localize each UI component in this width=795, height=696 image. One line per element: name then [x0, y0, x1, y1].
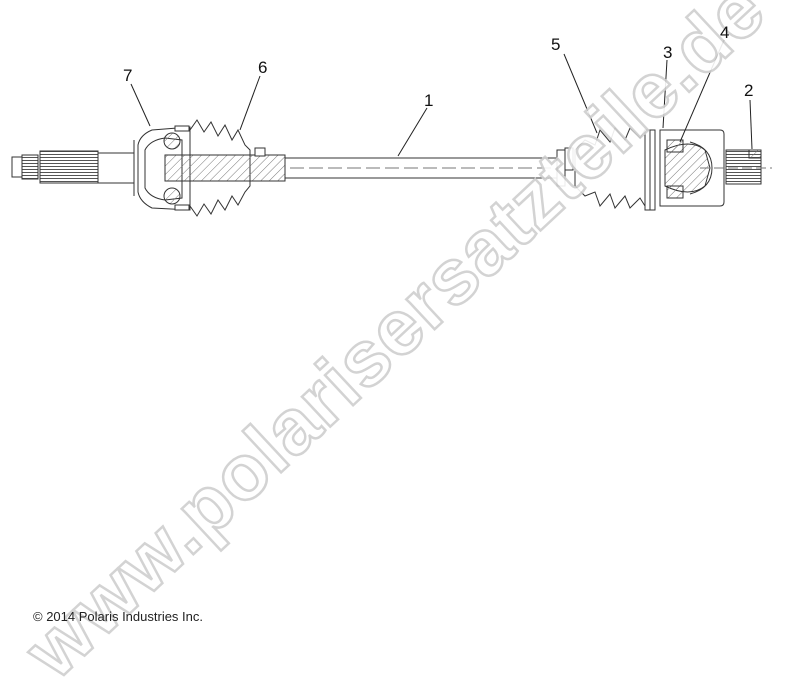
callout-4: 4: [720, 23, 730, 42]
callout-5: 5: [551, 35, 561, 54]
callout-2: 2: [744, 81, 754, 100]
right-stub-shaft: [700, 149, 772, 185]
leader-line-5: [563, 53, 598, 134]
main-shaft: [284, 157, 558, 179]
copyright-notice: © 2014 Polaris Industries Inc.: [33, 609, 203, 624]
outer-cv-joint-right: [659, 129, 725, 207]
callout-7: 7: [123, 66, 133, 85]
callout-6: 6: [258, 58, 268, 77]
callout-1: 1: [424, 91, 434, 110]
leader-line-7: [130, 83, 151, 127]
drive-shaft-drawing: [11, 39, 772, 217]
left-stub-shaft: [11, 140, 135, 196]
leader-lines: [130, 39, 753, 157]
callout-3: 3: [663, 43, 673, 62]
leader-line-6: [239, 75, 261, 131]
leader-line-4: [679, 39, 725, 143]
inner-cv-joint-left: [137, 125, 191, 211]
leader-line-1: [397, 107, 428, 157]
inner-boot-left: [164, 119, 286, 217]
leader-line-3: [662, 59, 668, 129]
outer-boot-right: [556, 127, 656, 211]
leader-line-2: [749, 99, 753, 150]
